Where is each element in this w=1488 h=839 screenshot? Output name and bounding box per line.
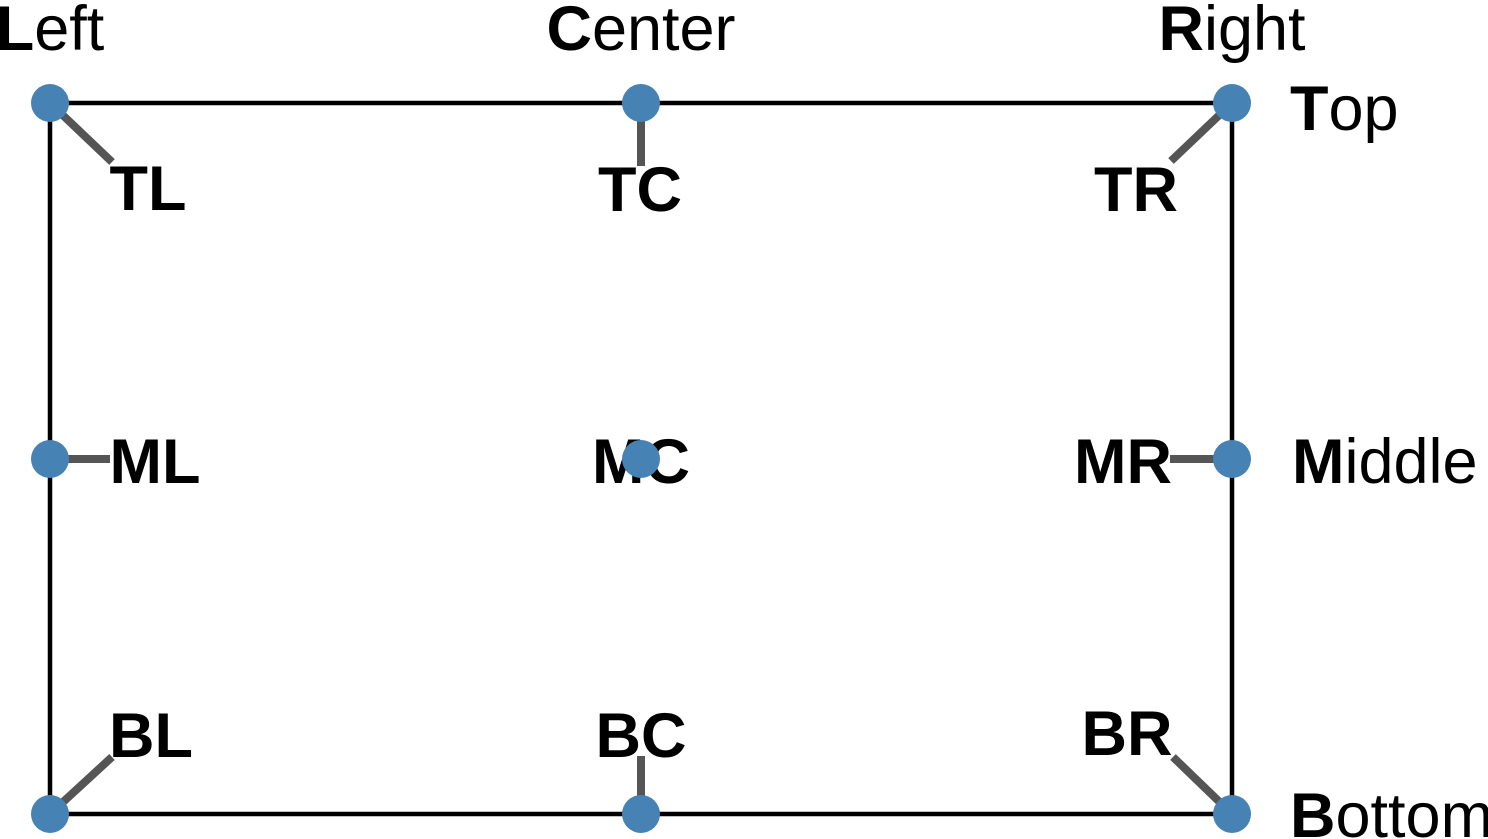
anchor-label-ml: ML [110,427,201,497]
anchor-label-bl: BL [109,701,193,771]
anchor-dot-mc [622,440,660,478]
anchor-dots-layer [31,84,1251,833]
anchor-dot-bc [622,795,660,833]
column-header-left: Left [0,0,105,64]
row-header-middle: Middle [1292,427,1478,497]
anchor-dot-tc [622,84,660,122]
anchor-dot-tr [1213,84,1251,122]
anchor-label-bc: BC [596,701,687,771]
column-header-center: Center [546,0,735,64]
anchor-label-tc: TC [598,155,682,225]
anchor-dot-br [1213,795,1251,833]
anchor-dot-ml [31,440,69,478]
row-header-bottom: Bottom [1290,781,1488,839]
anchor-label-mr: MR [1074,427,1172,497]
anchor-label-tl: TL [110,154,187,224]
anchor-dot-mr [1213,440,1251,478]
column-header-right: Right [1158,0,1306,64]
anchor-dot-tl [31,84,69,122]
anchor-dot-bl [31,795,69,833]
anchor-label-br: BR [1082,699,1173,769]
anchor-label-tr: TR [1094,155,1178,225]
row-header-top: Top [1290,74,1399,144]
